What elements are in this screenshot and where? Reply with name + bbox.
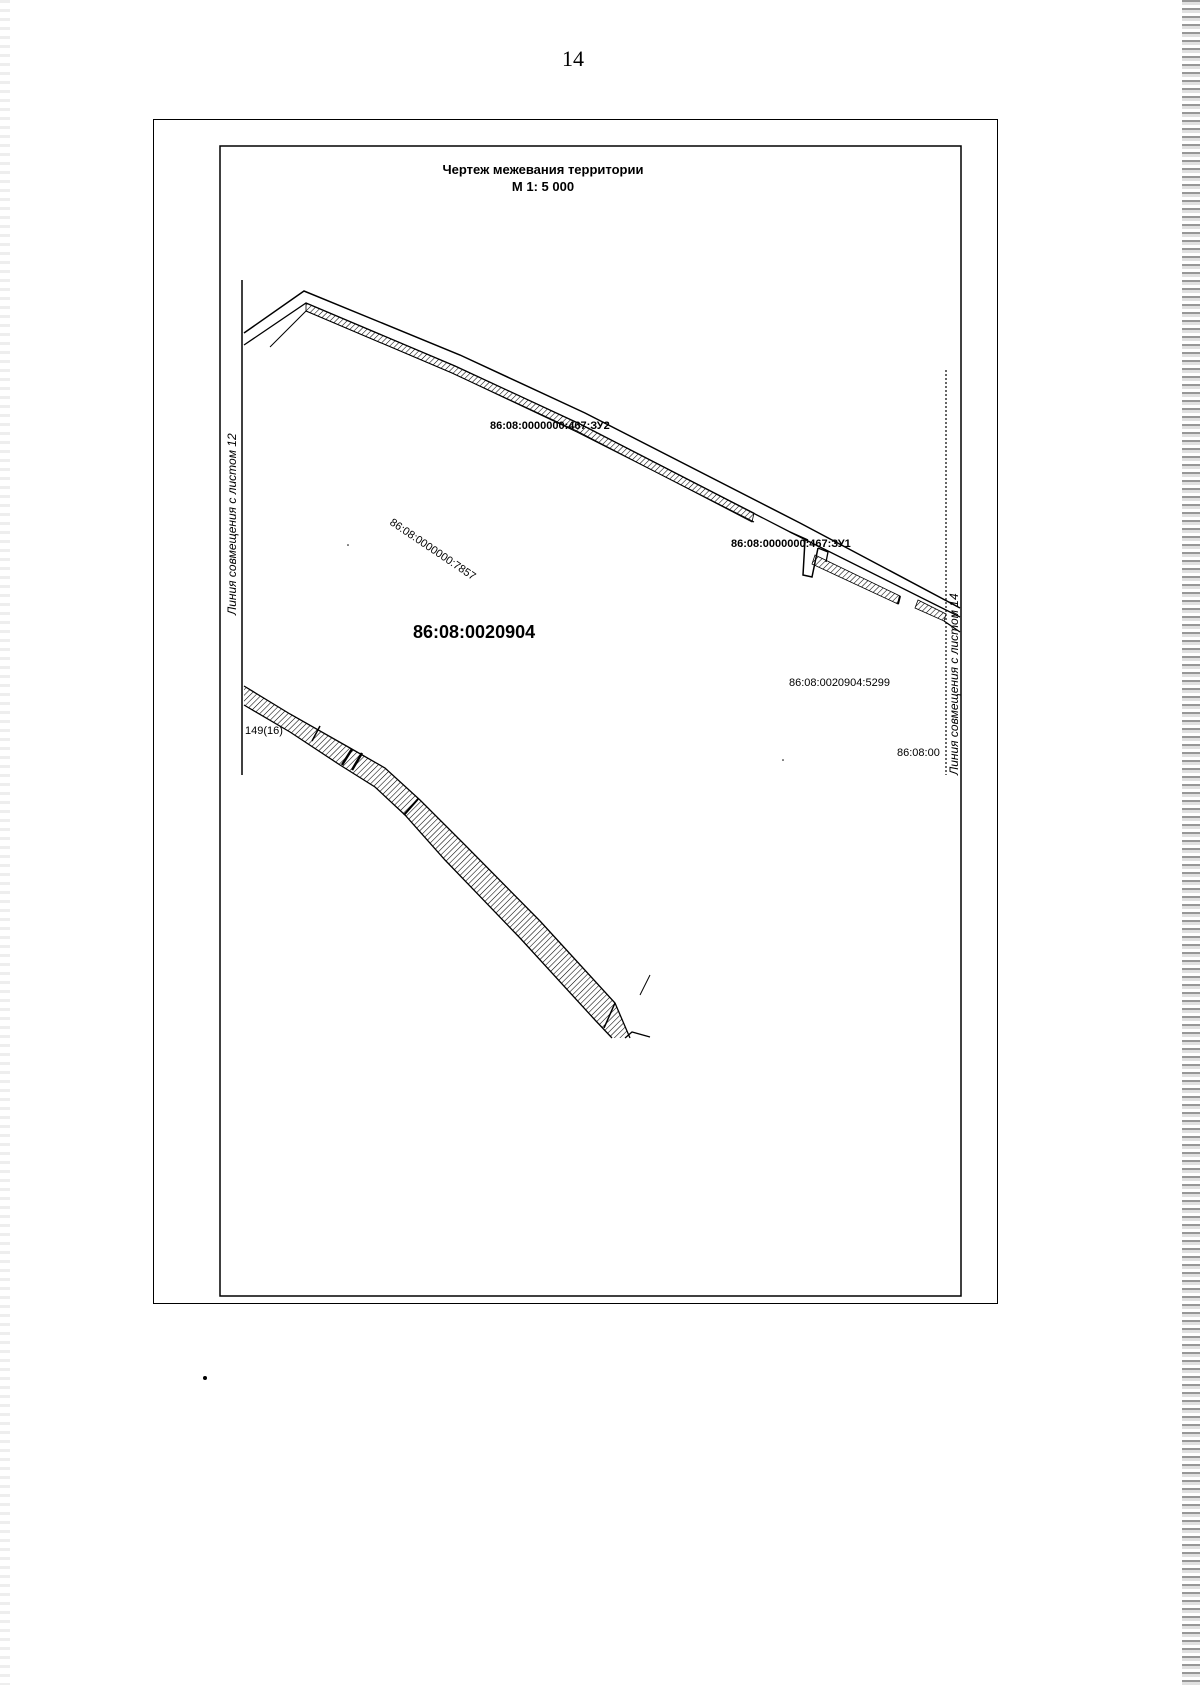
upper-road-corridor <box>243 290 961 633</box>
parcel-label-5299: 86:08:0020904:5299 <box>789 677 890 689</box>
scan-edge-left <box>0 0 10 1685</box>
inner-frame <box>219 145 962 1297</box>
parcel-label-right-cut: 86:08:00 <box>897 747 940 759</box>
bullet-mark <box>203 1376 207 1380</box>
block-number: 86:08:0020904 <box>413 622 535 642</box>
parcel-label-zu2: 86:08:0000000:467:ЗУ2 <box>490 420 610 432</box>
parcel-label-zu1: 86:08:0000000:467:ЗУ1 <box>731 538 851 550</box>
map-scale: М 1: 5 000 <box>512 179 574 194</box>
map-title: Чертеж межевания территории <box>443 162 644 177</box>
scan-edge-right <box>1182 0 1200 1685</box>
outer-frame <box>153 119 998 1304</box>
match-line-left-label: Линия совмещения с листом 12 <box>225 433 239 616</box>
lower-road-corridor <box>243 685 651 1039</box>
match-line-right-label: Линия совмещения с листом 14 <box>947 593 961 776</box>
page-number: 14 <box>562 46 584 71</box>
point-label-149: 149(16) <box>245 725 283 737</box>
parcel-label-7857: 86:08:0000000:7857 <box>387 517 477 583</box>
